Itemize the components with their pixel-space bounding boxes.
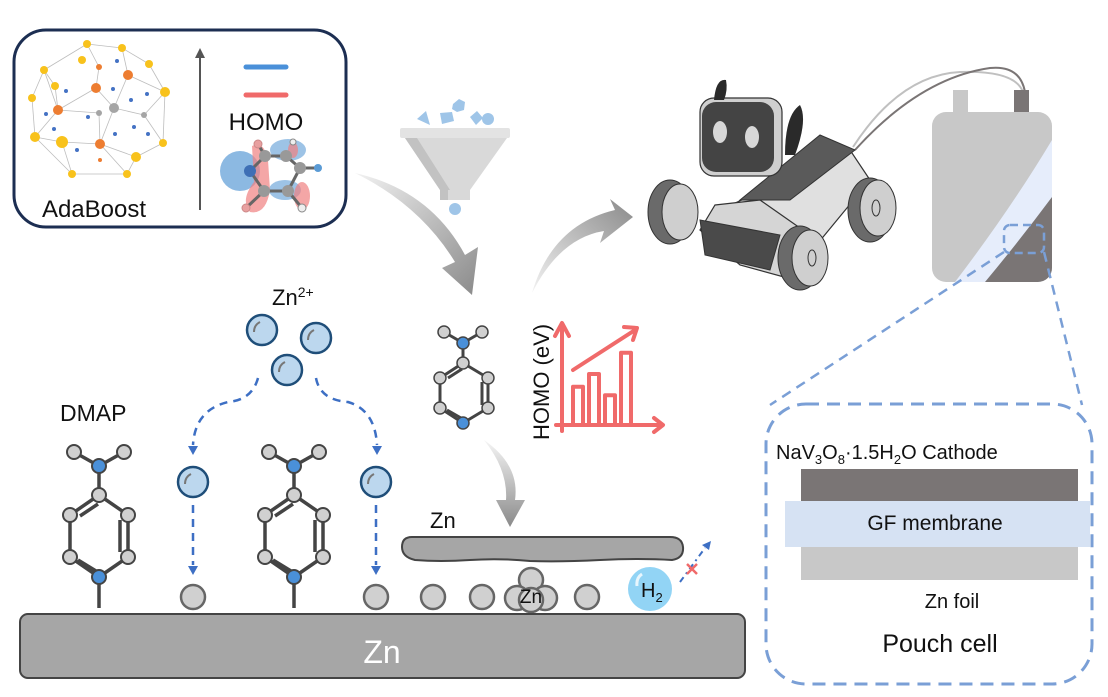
dashed-arrow-right (314, 377, 379, 446)
robot-wheel (777, 225, 829, 291)
migration-arrowheads (188, 446, 382, 575)
robot-face (702, 102, 774, 172)
homo-label: HOMO (229, 109, 304, 136)
battery-wire-light (852, 70, 1024, 148)
zn-ion (176, 465, 210, 499)
homo-trend-chart-icon (553, 321, 665, 434)
callout-line-left (769, 250, 1005, 407)
blocked-x-icon (686, 563, 698, 575)
network-nodes (28, 40, 170, 178)
dmap-molecule-left (62, 444, 136, 608)
robot-wheel (847, 177, 897, 243)
chart-bar (571, 384, 585, 427)
zn-substrate (19, 613, 746, 679)
zn-ion-group (176, 313, 393, 499)
molecule-to-device-arrow (532, 199, 633, 293)
robot-wheel (647, 179, 699, 245)
screening-funnel-icon (400, 99, 510, 215)
robot-car-icon (647, 66, 1026, 291)
dmap-atoms-center (433, 325, 495, 430)
zn-ion (299, 321, 333, 355)
callout-line-right (1042, 251, 1084, 406)
ml-panel: AdaBoost HOMO (12, 28, 348, 229)
separator-label: GF membrane (867, 512, 1002, 535)
zn-ion (359, 465, 393, 499)
h2-escape-arrowhead (702, 541, 711, 550)
robot-ear-right (785, 105, 804, 155)
chart-y-arrowhead (553, 321, 571, 338)
zn-ion-label: Zn2+ (272, 284, 314, 310)
dashed-arrow-left (191, 377, 260, 446)
chart-bar (619, 350, 633, 427)
robot-ear-left (714, 79, 727, 100)
negative-tab (1014, 90, 1029, 115)
energy-axis-arrowhead (195, 48, 205, 58)
positive-tab (953, 90, 968, 115)
dmap-molecule-middle (256, 443, 332, 610)
triangle-shape (417, 111, 430, 125)
chart-trend-arrowhead (622, 325, 639, 342)
cathode-label: NaV3O8·1.5H2O Cathode (776, 442, 998, 467)
circle-shape (482, 113, 494, 125)
cathode-layer (801, 469, 1078, 501)
ion-migration-arrows (191, 377, 379, 565)
hexagon-shape (452, 99, 465, 112)
chart-bar (587, 372, 601, 427)
homo-axis-label: HOMO (eV) (529, 324, 554, 440)
deposited-zn-atoms (179, 566, 601, 614)
zn-ion (245, 313, 279, 347)
ml-to-molecule-arrow (355, 173, 478, 295)
zn-ion (270, 353, 304, 387)
chart-bar (603, 393, 617, 427)
robot-eye-left (713, 121, 727, 143)
h2-escape-arrow (679, 547, 706, 583)
funnel-cone (405, 138, 507, 190)
anode-layer (801, 547, 1078, 580)
dendrite-zn-label: Zn (430, 508, 456, 533)
homo-orbital-molecule-icon (220, 138, 322, 213)
filtered-molecule-dot (449, 203, 461, 215)
chart-trend-line (571, 328, 637, 372)
molecule-to-electrode-arrow (484, 440, 525, 527)
funnel-rim (400, 128, 510, 138)
adaboost-label: AdaBoost (42, 196, 146, 223)
zn-cluster-label: Zn (520, 587, 542, 608)
chart-x-arrowhead (652, 416, 665, 434)
zn-substrate-label: Zn (363, 634, 400, 670)
zoom-region-marker (1002, 223, 1046, 255)
dmap-label: DMAP (60, 400, 126, 426)
anode-label: Zn foil (925, 591, 979, 613)
h2-bubble: H2 (628, 567, 672, 611)
separator-layer (785, 501, 1090, 547)
battery-wire-dark (854, 66, 1026, 151)
h2-label: H2 (641, 580, 663, 605)
diamond-shape (470, 111, 483, 125)
pouch-cell-battery-icon (932, 90, 1052, 282)
pouch-cell-title: Pouch cell (882, 630, 997, 658)
zn-dendrite-layer (400, 536, 685, 563)
square-shape (440, 112, 454, 124)
robot-eye-right (745, 126, 759, 148)
